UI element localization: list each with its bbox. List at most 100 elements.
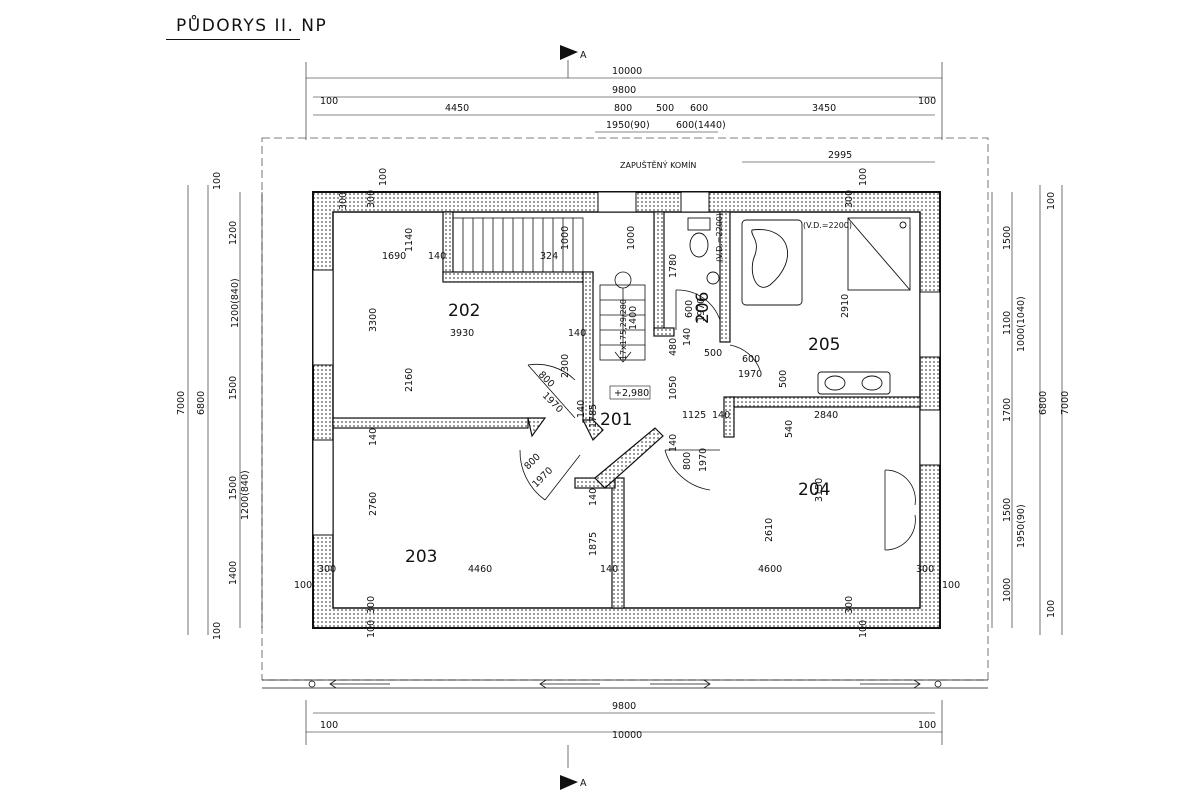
dim-2760: 2760: [368, 492, 379, 516]
dim-2610: 2610: [764, 518, 775, 542]
dim-left-100-top: 100: [212, 172, 223, 190]
door-swings: [519, 289, 916, 551]
room-201: 201: [600, 410, 632, 430]
dim-800-b: 800: [682, 452, 693, 470]
dim-bot-overall: 10000: [612, 730, 642, 741]
dim-140-d: 140: [682, 328, 693, 346]
roof-outline: [261, 137, 989, 681]
right-windows: [919, 291, 941, 466]
dim-100-tl: 100: [378, 168, 389, 186]
dim-right-6800: 6800: [1038, 391, 1049, 415]
dim-1970-b: 1970: [696, 298, 707, 322]
dim-left-1500-b: 1500: [228, 476, 239, 500]
dim-top-600: 600: [690, 103, 708, 114]
dim-right-1000: 1000: [1002, 578, 1013, 602]
section-marker-bottom: A: [580, 778, 587, 789]
dim-300-tr: 300: [844, 190, 855, 208]
dimension-lines: [187, 60, 1063, 768]
room-202: 202: [448, 301, 480, 321]
dim-right-1700: 1700: [1002, 398, 1013, 422]
dim-1970-d: 1970: [698, 448, 709, 472]
dim-600-b: 600: [742, 354, 760, 365]
title-underline: [166, 39, 300, 40]
dim-top-500: 500: [656, 103, 674, 114]
dim-1970-c: 1970: [738, 369, 762, 380]
dim-right-100-bot: 100: [1046, 600, 1057, 618]
dim-300-top-left-side: 300: [338, 192, 349, 210]
dim-top-800: 800: [614, 103, 632, 114]
dim-bot-100-left: 100: [320, 720, 338, 731]
dim-140-f: 140: [668, 434, 679, 452]
dim-left-1200-840-b: 1200(840): [240, 470, 251, 520]
dim-140-b: 140: [568, 328, 586, 339]
dim-1780: 1780: [668, 254, 679, 278]
dim-2160: 2160: [404, 368, 415, 392]
room-206: 206: [693, 292, 713, 324]
dim-1140: 1140: [404, 228, 415, 252]
dim-top-100-right: 100: [918, 96, 936, 107]
dim-right-1500: 1500: [1002, 226, 1013, 250]
room-204: 204: [798, 480, 830, 500]
room-203: 203: [405, 547, 437, 567]
dim-3930: 3930: [450, 328, 474, 339]
dim-140-h: 140: [588, 488, 599, 506]
dim-left-1200: 1200: [228, 221, 239, 245]
dim-100-br2: 100: [858, 620, 869, 638]
dim-300-bl2: 300: [366, 596, 377, 614]
interior-walls: [332, 211, 921, 609]
dim-3300: 3300: [368, 308, 379, 332]
dim-top-inner: 9800: [612, 85, 636, 96]
dim-2910: 2910: [840, 294, 851, 318]
dim-324: 324: [540, 251, 558, 262]
dim-1000-b: 1000: [626, 226, 637, 250]
dim-1400: 1400: [628, 306, 639, 330]
level-mark-box: [609, 385, 651, 400]
dim-500-a: 500: [704, 348, 722, 359]
dim-480: 480: [668, 338, 679, 356]
dim-100-bl: 100: [294, 580, 312, 591]
dim-1050: 1050: [668, 376, 679, 400]
dim-left-6800: 6800: [196, 391, 207, 415]
dim-bot-100-right: 100: [918, 720, 936, 731]
dim-140-a: 140: [428, 251, 446, 262]
dim-left-7000: 7000: [176, 391, 187, 415]
dim-300-bl: 300: [318, 564, 336, 575]
dim-100-br: 100: [942, 580, 960, 591]
dim-left-1400: 1400: [228, 561, 239, 585]
dim-500-b: 500: [778, 370, 789, 388]
dim-top-overall: 10000: [612, 66, 642, 77]
dim-3150: 3150: [814, 478, 825, 502]
dim-top-3450: 3450: [812, 103, 836, 114]
dim-top-1950-90: 1950(90): [606, 120, 650, 131]
top-windows: [597, 191, 710, 213]
dim-right-1000-1040: 1000(1040): [1016, 296, 1027, 352]
dim-2300: 2300: [560, 354, 571, 378]
dim-540: 540: [784, 420, 795, 438]
dim-1785: 1785: [588, 404, 599, 428]
dim-right-7000: 7000: [1060, 391, 1071, 415]
bath-note: (V.D.=2200): [803, 221, 852, 230]
dim-100-tr: 100: [858, 168, 869, 186]
section-markers: [560, 45, 578, 790]
dim-left-100-bot: 100: [212, 622, 223, 640]
dim-left-1500: 1500: [228, 376, 239, 400]
dim-600-a: 600: [684, 300, 695, 318]
dim-top-2995: 2995: [828, 150, 852, 161]
dim-2840: 2840: [814, 410, 838, 421]
dim-1125: 1125: [682, 410, 706, 421]
drawing-title: PŮDORYS II. NP: [176, 16, 328, 36]
staircase: [452, 217, 646, 363]
dim-1690: 1690: [382, 251, 406, 262]
dim-140-i: 140: [600, 564, 618, 575]
level-mark: +2,980: [614, 388, 649, 399]
left-windows: [312, 269, 334, 536]
dim-300-tl: 300: [366, 190, 377, 208]
dim-300-br: 300: [916, 564, 934, 575]
room-205: 205: [808, 335, 840, 355]
dim-top-4450: 4450: [445, 103, 469, 114]
dim-4600: 4600: [758, 564, 782, 575]
chimney-note: ZAPUŠTĚNÝ KOMÍN: [620, 159, 696, 170]
dim-140-c: 140: [576, 400, 587, 418]
dim-top-600-1440: 600(1440): [676, 120, 726, 131]
